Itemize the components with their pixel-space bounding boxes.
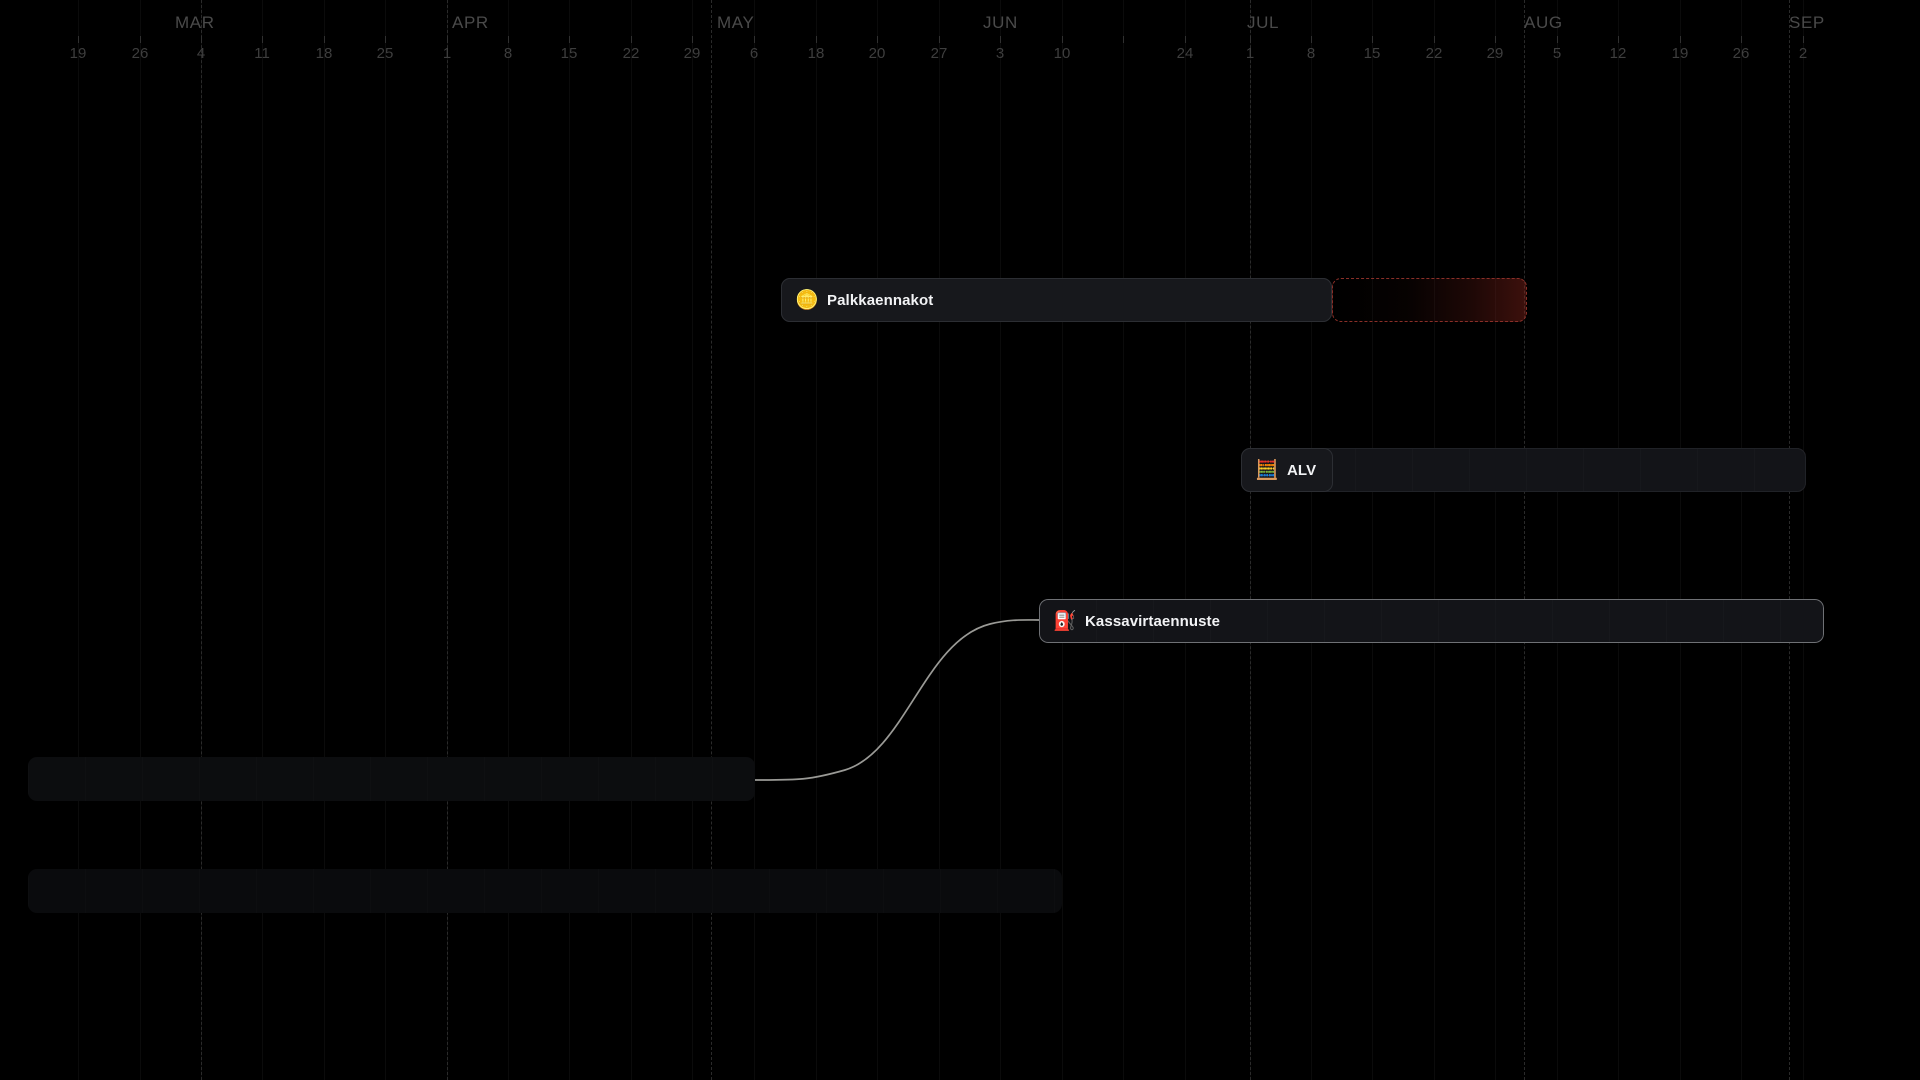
task-label-chip[interactable]: ⛽ Kassavirtaennuste: [1039, 599, 1237, 643]
day-tick-label[interactable]: 29: [683, 45, 701, 62]
task-label: Palkkaennakot: [827, 291, 934, 309]
task-row: 🧮 ALV: [0, 448, 1920, 492]
day-tick-label[interactable]: 5: [1552, 45, 1562, 62]
month-label: JUL: [1247, 13, 1280, 32]
week-tick-mark: [1123, 36, 1124, 43]
day-tick-label[interactable]: 2: [1798, 45, 1808, 62]
day-tick-label[interactable]: 24: [1176, 45, 1194, 62]
day-tick-label[interactable]: 1: [1245, 45, 1255, 62]
day-tick-label[interactable]: 18: [807, 45, 825, 62]
cash-register-icon: ⛽: [1053, 610, 1077, 632]
week-tick-mark: [385, 36, 386, 43]
task-bar[interactable]: [28, 757, 755, 801]
day-tick-label[interactable]: 8: [503, 45, 513, 62]
month-label: APR: [452, 13, 489, 32]
week-tick-mark: [1557, 36, 1558, 43]
month-label: MAY: [717, 13, 755, 32]
week-tick-mark: [1185, 36, 1186, 43]
week-tick-mark: [569, 36, 570, 43]
task-row: 🪙 Palkkaennakot: [0, 278, 1920, 322]
week-tick-mark: [692, 36, 693, 43]
task-label-chip[interactable]: 🧮 ALV: [1241, 448, 1333, 492]
task-bar[interactable]: 🧮 ALV: [1241, 448, 1806, 492]
day-tick-label[interactable]: 27: [930, 45, 948, 62]
week-tick-mark: [1372, 36, 1373, 43]
task-label: ALV: [1287, 461, 1317, 479]
month-label: AUG: [1524, 13, 1563, 32]
day-tick-label[interactable]: 25: [376, 45, 394, 62]
day-tick-label[interactable]: 29: [1486, 45, 1504, 62]
day-tick-label[interactable]: 4: [196, 45, 206, 62]
task-bar[interactable]: ⛽ Kassavirtaennuste: [1039, 599, 1824, 643]
day-tick-label[interactable]: 22: [1425, 45, 1443, 62]
week-tick-mark: [78, 36, 79, 43]
day-tick-label[interactable]: 3: [995, 45, 1005, 62]
task-row: [0, 869, 1920, 913]
task-row: ⛽ Kassavirtaennuste: [0, 599, 1920, 643]
calculator-icon: 🧮: [1255, 459, 1279, 481]
week-tick-mark: [939, 36, 940, 43]
day-tick-label[interactable]: 11: [254, 45, 270, 62]
day-tick-label[interactable]: 26: [131, 45, 149, 62]
task-label-chip[interactable]: 🪙 Palkkaennakot: [781, 278, 1332, 322]
day-tick-label[interactable]: 22: [622, 45, 640, 62]
month-label: JUN: [983, 13, 1018, 32]
day-tick-label[interactable]: 26: [1732, 45, 1750, 62]
week-tick-mark: [1803, 36, 1804, 43]
day-tick-label[interactable]: 20: [868, 45, 886, 62]
month-label: MAR: [175, 13, 215, 32]
week-tick-mark: [816, 36, 817, 43]
week-tick-mark: [1000, 36, 1001, 43]
day-tick-label[interactable]: 1: [442, 45, 452, 62]
week-tick-mark: [1618, 36, 1619, 43]
coins-stack-icon: 🪙: [795, 289, 819, 311]
week-tick-mark: [1311, 36, 1312, 43]
day-tick-label[interactable]: 15: [1363, 45, 1381, 62]
day-tick-label[interactable]: 10: [1053, 45, 1071, 62]
week-tick-mark: [140, 36, 141, 43]
week-tick-mark: [324, 36, 325, 43]
week-tick-mark: [508, 36, 509, 43]
day-tick-label[interactable]: 19: [1671, 45, 1689, 62]
task-bar[interactable]: 🪙 Palkkaennakot: [781, 278, 1332, 322]
week-tick-mark: [1434, 36, 1435, 43]
week-tick-mark: [1062, 36, 1063, 43]
week-tick-mark: [631, 36, 632, 43]
week-tick-mark: [754, 36, 755, 43]
week-tick-mark: [1250, 36, 1251, 43]
week-tick-mark: [1495, 36, 1496, 43]
week-tick-mark: [447, 36, 448, 43]
week-tick-mark: [201, 36, 202, 43]
week-tick-mark: [1741, 36, 1742, 43]
day-tick-label[interactable]: 15: [560, 45, 578, 62]
day-tick-label[interactable]: 12: [1609, 45, 1627, 62]
task-row: [0, 757, 1920, 801]
week-tick-mark: [262, 36, 263, 43]
task-label: Kassavirtaennuste: [1085, 612, 1221, 630]
task-bar[interactable]: [28, 869, 1062, 913]
week-tick-mark: [1680, 36, 1681, 43]
day-tick-label[interactable]: 8: [1306, 45, 1316, 62]
day-tick-label[interactable]: 6: [749, 45, 759, 62]
day-tick-label[interactable]: 19: [69, 45, 87, 62]
month-label: SEP: [1789, 13, 1825, 32]
day-tick-label[interactable]: 18: [315, 45, 333, 62]
task-overdue-extension[interactable]: [1332, 278, 1527, 322]
week-tick-mark: [877, 36, 878, 43]
